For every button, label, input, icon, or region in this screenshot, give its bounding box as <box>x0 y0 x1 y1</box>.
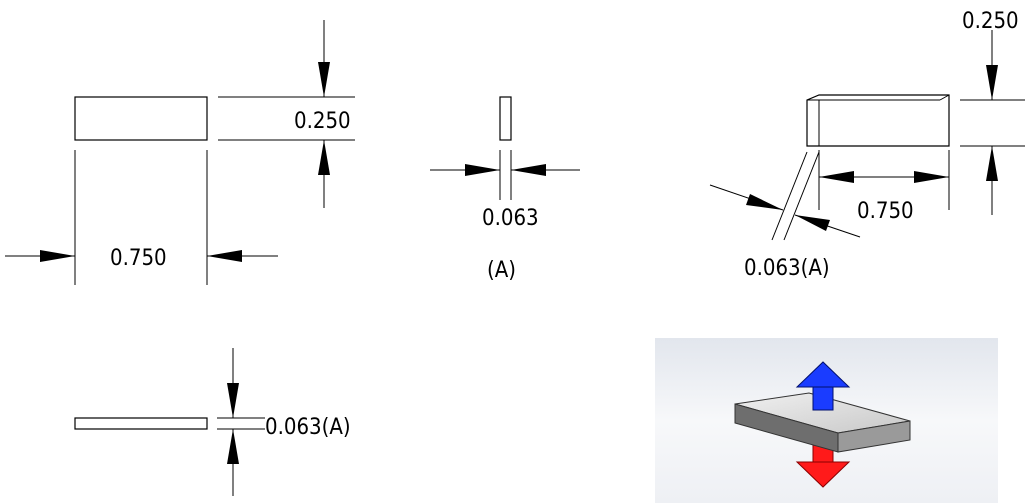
arrowhead <box>795 215 830 231</box>
side-view-outline <box>499 96 512 141</box>
iso-thickness-dim: 0.063(A) <box>744 256 830 281</box>
arrowhead <box>318 140 330 175</box>
iso-width-dim: 0.750 <box>857 199 914 224</box>
arrowhead <box>318 62 330 97</box>
top-thickness-dim: 0.063(A) <box>265 415 351 440</box>
iso-view-outline <box>806 94 950 147</box>
3d-plate-thickness-icon <box>655 338 998 503</box>
side-thickness-note: (A) <box>487 258 516 283</box>
extension-line <box>783 151 820 241</box>
arrowhead <box>227 429 239 464</box>
iso-height-dim: 0.250 <box>962 9 1019 34</box>
plate-side-face <box>837 420 911 453</box>
front-width-dim: 0.750 <box>110 246 167 271</box>
arrowhead <box>465 164 500 176</box>
arrowhead <box>227 383 239 418</box>
arrowhead <box>511 164 546 176</box>
extension-line <box>771 151 808 241</box>
side-thickness-dim: 0.063 <box>482 206 539 231</box>
arrowhead <box>986 65 998 100</box>
top-view: 0.063(A) <box>74 348 351 496</box>
front-view-outline <box>74 96 208 141</box>
front-height-dim: 0.250 <box>294 109 351 134</box>
arrowhead <box>819 171 854 183</box>
iso-view: 0.250 0.750 0.063(A) <box>709 9 1025 281</box>
side-view: 0.063 (A) <box>430 96 580 283</box>
arrowhead <box>986 146 998 181</box>
top-view-outline <box>74 417 208 430</box>
arrowhead <box>746 194 783 210</box>
arrowhead <box>40 250 75 262</box>
front-view: 0.250 0.750 <box>5 20 355 285</box>
iso-edge <box>939 94 950 101</box>
up-arrow-icon <box>795 361 851 411</box>
arrowhead <box>914 171 949 183</box>
arrowhead <box>207 250 242 262</box>
